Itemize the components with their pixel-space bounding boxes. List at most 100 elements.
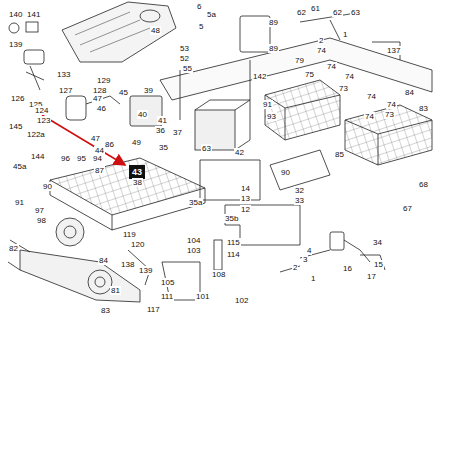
callout-number: 85 bbox=[334, 150, 345, 159]
callout-number: 52 bbox=[179, 54, 190, 63]
callout-number: 3 bbox=[302, 255, 308, 264]
callout-number: 123 bbox=[36, 116, 51, 125]
callout-number: 83 bbox=[418, 104, 429, 113]
callout-number: 35a bbox=[188, 198, 203, 207]
callout-number: 33 bbox=[294, 196, 305, 205]
callout-number: 137 bbox=[386, 46, 401, 55]
callout-number: 102 bbox=[234, 296, 249, 305]
callout-number: 39 bbox=[143, 86, 154, 95]
callout-number: 74 bbox=[344, 72, 355, 81]
callout-number: 53 bbox=[179, 44, 190, 53]
callout-number: 144 bbox=[30, 152, 45, 161]
callout-number: 89 bbox=[268, 44, 279, 53]
callout-number: 139 bbox=[8, 40, 23, 49]
callout-number: 90 bbox=[280, 168, 291, 177]
callout-number: 73 bbox=[338, 84, 349, 93]
callout-number: 68 bbox=[418, 180, 429, 189]
callout-number: 62 bbox=[332, 8, 343, 17]
callout-number: 48 bbox=[150, 26, 161, 35]
callout-number: 55 bbox=[182, 64, 193, 73]
callout-number: 43 bbox=[132, 167, 142, 177]
callout-number: 61 bbox=[310, 4, 321, 13]
callout-number: 45 bbox=[118, 88, 129, 97]
callout-number: 35 bbox=[158, 143, 169, 152]
callout-number: 83 bbox=[100, 306, 111, 315]
callout-number: 120 bbox=[130, 240, 145, 249]
callout-number: 38 bbox=[132, 178, 143, 187]
callout-number: 63 bbox=[350, 8, 361, 17]
callout-number: 14 bbox=[240, 184, 251, 193]
callout-number: 12 bbox=[240, 205, 251, 214]
callout-number: 35b bbox=[224, 214, 239, 223]
callout-number: 87 bbox=[94, 166, 105, 175]
callout-number: 96 bbox=[60, 154, 71, 163]
callout-number: 139 bbox=[138, 266, 153, 275]
callout-number: 104 bbox=[186, 236, 201, 245]
callout-number: 105 bbox=[160, 278, 175, 287]
callout-number: 2 bbox=[318, 36, 324, 45]
callout-number: 74 bbox=[364, 112, 375, 121]
callout-number: 44 bbox=[94, 146, 105, 155]
highlight-callout: 43 bbox=[129, 165, 145, 179]
callout-number: 114 bbox=[226, 250, 241, 259]
callout-number: 6 bbox=[196, 2, 202, 11]
callout-number: 141 bbox=[26, 10, 41, 19]
callout-number: 42 bbox=[234, 148, 245, 157]
callout-number: 62 bbox=[296, 8, 307, 17]
callout-number: 133 bbox=[56, 70, 71, 79]
callout-number: 5a bbox=[206, 10, 217, 19]
callout-number: 74 bbox=[366, 92, 377, 101]
callout-number: 138 bbox=[120, 260, 135, 269]
callout-number: 41 bbox=[157, 116, 168, 125]
callout-number: 103 bbox=[186, 246, 201, 255]
callout-number: 97 bbox=[34, 206, 45, 215]
callout-number: 15 bbox=[373, 260, 384, 269]
callout-number: 46 bbox=[96, 104, 107, 113]
callout-number: 32 bbox=[294, 186, 305, 195]
callout-number: 119 bbox=[122, 230, 137, 239]
callout-number: 90 bbox=[42, 182, 53, 191]
callout-number: 1 bbox=[310, 274, 316, 283]
callout-number: 37 bbox=[172, 128, 183, 137]
callout-number: 75 bbox=[304, 70, 315, 79]
callout-number: 122a bbox=[26, 130, 46, 139]
callout-number: 40 bbox=[137, 110, 148, 119]
callout-number: 74 bbox=[326, 62, 337, 71]
callout-number: 13 bbox=[240, 194, 251, 203]
callout-number: 142 bbox=[252, 72, 267, 81]
callout-number: 45a bbox=[12, 162, 27, 171]
callout-number: 84 bbox=[98, 256, 109, 265]
callout-number: 117 bbox=[146, 305, 161, 314]
callout-number: 115 bbox=[226, 238, 241, 247]
callout-number: 98 bbox=[36, 216, 47, 225]
callout-number: 36 bbox=[155, 126, 166, 135]
callout-number: 140 bbox=[8, 10, 23, 19]
callout-number: 86 bbox=[104, 140, 115, 149]
callout-number: 111 bbox=[160, 292, 174, 301]
callout-number: 73 bbox=[384, 110, 395, 119]
callout-number: 81 bbox=[110, 286, 121, 295]
callout-number: 1 bbox=[342, 30, 348, 39]
callout-number: 2 bbox=[292, 263, 298, 272]
callout-number: 124 bbox=[34, 106, 49, 115]
callout-number: 91 bbox=[14, 198, 25, 207]
callout-number: 47 bbox=[92, 94, 103, 103]
callout-number: 82 bbox=[8, 244, 19, 253]
callout-number: 101 bbox=[195, 292, 210, 301]
callout-number: 17 bbox=[366, 272, 377, 281]
callout-number: 34 bbox=[372, 238, 383, 247]
callout-number: 94 bbox=[92, 154, 103, 163]
callout-number: 74 bbox=[316, 46, 327, 55]
callout-number: 67 bbox=[402, 204, 413, 213]
callout-number: 63 bbox=[201, 144, 212, 153]
callout-number: 16 bbox=[342, 264, 353, 273]
callout-number: 127 bbox=[58, 86, 73, 95]
callout-number: 74 bbox=[386, 100, 397, 109]
callout-number: 5 bbox=[198, 22, 204, 31]
callout-number: 84 bbox=[404, 88, 415, 97]
callout-number: 95 bbox=[76, 154, 87, 163]
callout-number: 47 bbox=[90, 134, 101, 143]
callout-number: 145 bbox=[8, 122, 23, 131]
